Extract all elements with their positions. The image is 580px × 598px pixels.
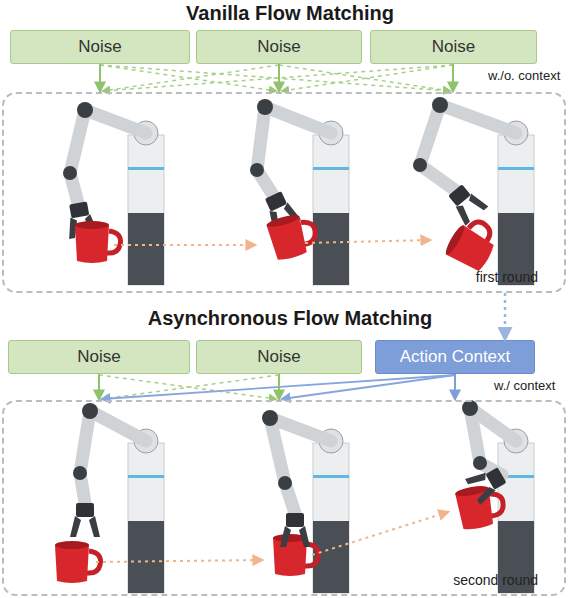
round-label: first round bbox=[476, 269, 538, 285]
context-links bbox=[102, 375, 455, 399]
motion-arrow bbox=[305, 240, 430, 243]
motion-arrow bbox=[114, 244, 255, 246]
context-box: Action Context bbox=[375, 340, 535, 374]
node-text: Noise bbox=[77, 347, 120, 367]
node-text: Action Context bbox=[400, 347, 511, 367]
robot-image bbox=[413, 97, 534, 285]
motion-arrow bbox=[96, 560, 262, 562]
context-label: w./o. context bbox=[488, 68, 560, 83]
noise-box: Noise bbox=[196, 340, 362, 374]
node-text: Noise bbox=[257, 37, 300, 57]
robot-image bbox=[250, 99, 349, 285]
flow-arrow bbox=[504, 293, 507, 339]
noise-box: Noise bbox=[196, 30, 362, 64]
flow-arrow bbox=[98, 374, 100, 399]
flow-arrow bbox=[452, 64, 454, 91]
context-label: w./ context bbox=[494, 378, 555, 393]
flow-arrow bbox=[454, 374, 456, 399]
round-panel: first round bbox=[2, 92, 566, 293]
round-panel: second round bbox=[2, 400, 566, 596]
flow-arrow bbox=[278, 64, 280, 91]
noise-box: Noise bbox=[370, 30, 537, 64]
motion-arrow bbox=[312, 512, 448, 555]
noise-box: Noise bbox=[8, 340, 190, 374]
section-title: Asynchronous Flow Matching bbox=[0, 307, 580, 330]
robot-image bbox=[455, 400, 534, 593]
flow-arrow bbox=[278, 374, 280, 399]
robot-image bbox=[262, 410, 349, 593]
figure-title: Vanilla Flow Matching bbox=[0, 2, 580, 25]
flow-arrow bbox=[99, 64, 101, 91]
node-text: Noise bbox=[78, 37, 121, 57]
round-label: second round bbox=[453, 572, 538, 588]
node-text: Noise bbox=[432, 37, 475, 57]
robot-image bbox=[63, 102, 164, 285]
node-text: Noise bbox=[257, 347, 300, 367]
robot-image bbox=[55, 403, 164, 593]
noise-box: Noise bbox=[10, 30, 190, 64]
